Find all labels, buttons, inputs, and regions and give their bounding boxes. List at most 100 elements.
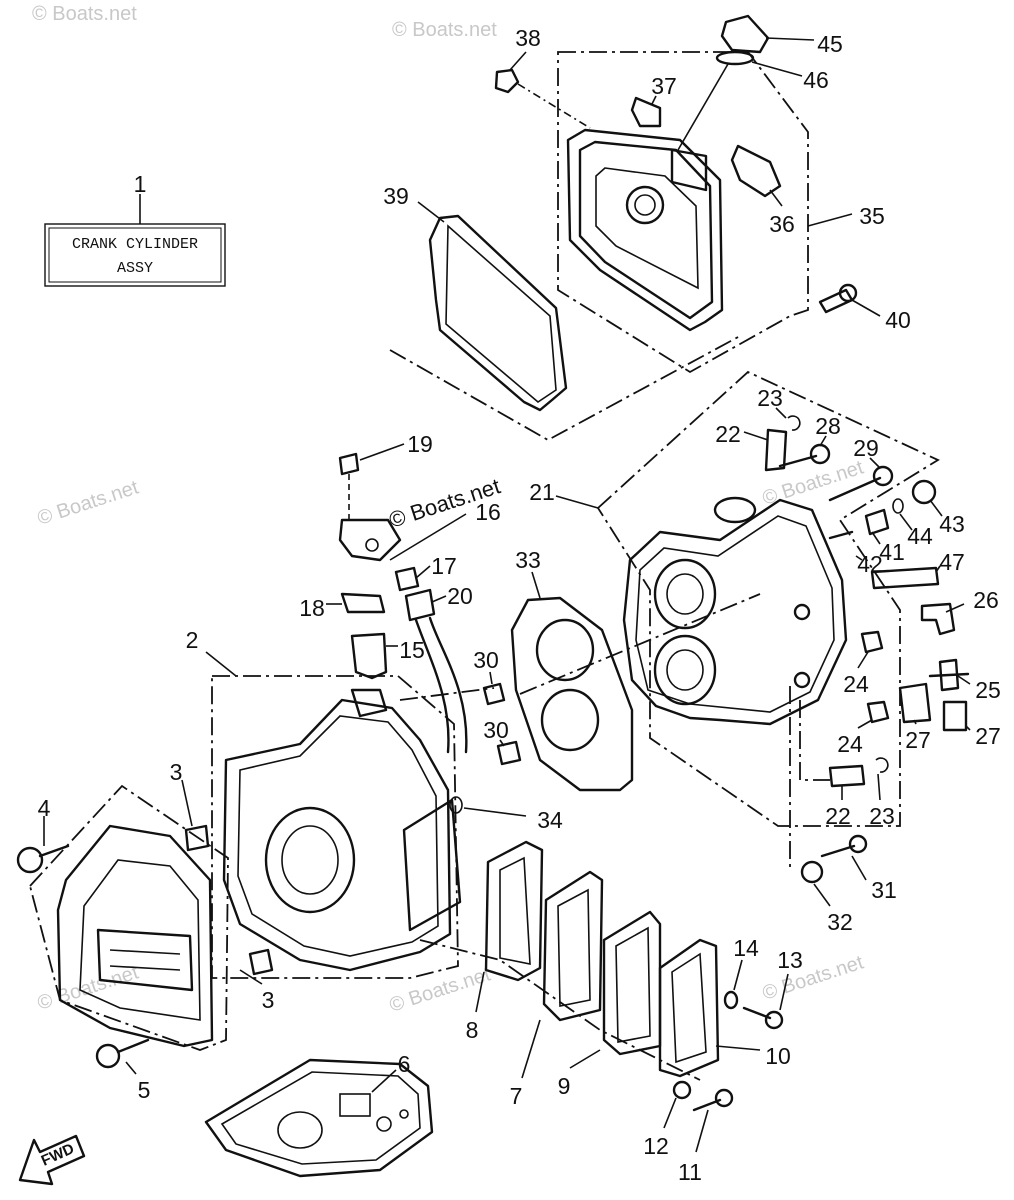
callout-34: 34 <box>537 807 563 833</box>
callout-15: 15 <box>399 637 425 663</box>
leader-line-39 <box>417 201 445 223</box>
callout-31: 31 <box>871 877 897 903</box>
leader-line-37 <box>651 95 657 105</box>
callout-28: 28 <box>815 413 841 439</box>
leader-line-9 <box>569 1049 601 1069</box>
leader-line-41 <box>871 531 881 545</box>
callout-4: 4 <box>38 795 51 821</box>
leader-line-12 <box>663 1097 677 1129</box>
leader-line-38 <box>509 51 527 71</box>
watermark: © Boats.net <box>392 19 497 41</box>
leader-line-40 <box>851 299 881 317</box>
callout-13: 13 <box>777 947 803 973</box>
leader-line-34 <box>463 807 527 817</box>
thermostat-group <box>338 452 468 754</box>
callout-38: 38 <box>515 25 541 51</box>
leader-line-27a <box>913 719 917 725</box>
leader-line-47 <box>935 565 941 573</box>
callout-14: 14 <box>733 935 759 961</box>
callout-41: 41 <box>879 539 905 565</box>
callout-19: 19 <box>407 431 433 457</box>
leader-line-13 <box>779 973 789 1011</box>
leader-line-25 <box>957 675 971 685</box>
leader-line-46 <box>751 61 803 77</box>
leader-line-30b <box>499 739 505 747</box>
leader-line-35 <box>807 213 853 227</box>
fwd-label: FWD <box>39 1140 77 1169</box>
callout-12: 12 <box>643 1133 669 1159</box>
cylinder-head-cover-group <box>389 14 858 442</box>
callout-40: 40 <box>885 307 911 333</box>
leader-line-23a <box>775 407 787 419</box>
leader-line-20 <box>431 595 447 603</box>
callout-16: 16 <box>475 499 501 525</box>
leader-line-14 <box>733 959 743 991</box>
leader-line-24a <box>857 651 869 669</box>
base-gasket <box>204 1058 434 1178</box>
callout-layer: 1233456789101112131415161718192021222223… <box>38 25 1001 1185</box>
callout-21: 21 <box>529 479 555 505</box>
leader-line-23b <box>877 773 881 801</box>
leader-line-17 <box>415 565 431 579</box>
leader-line-6 <box>371 1069 397 1093</box>
cylinder-head-group <box>596 370 970 884</box>
leader-line-29 <box>869 457 881 469</box>
leader-line-33 <box>531 571 541 599</box>
leader-line-19 <box>359 443 405 461</box>
callout-6: 6 <box>398 1051 411 1077</box>
callout-10: 10 <box>765 1043 791 1069</box>
callout-36: 36 <box>769 211 795 237</box>
callout-2: 2 <box>186 627 199 653</box>
callout-20: 20 <box>447 583 473 609</box>
callout-22b: 22 <box>825 803 851 829</box>
leader-line-7 <box>521 1019 541 1079</box>
watermark: © Boats.net <box>760 951 867 1004</box>
callout-11: 11 <box>678 1159 702 1185</box>
callout-7: 7 <box>510 1083 523 1109</box>
callout-18: 18 <box>299 595 325 621</box>
leader-line-44 <box>899 513 913 531</box>
callout-17: 17 <box>431 553 457 579</box>
leader-line-8 <box>475 971 485 1013</box>
leader-line-22a <box>743 431 769 441</box>
assembly-label-box: CRANK CYLINDER ASSY <box>44 194 226 287</box>
callout-23b: 23 <box>869 803 895 829</box>
watermark: © Boats.net <box>35 961 142 1014</box>
leader-line-2 <box>205 651 237 677</box>
callout-30b: 30 <box>483 717 509 743</box>
leader-line-24b <box>857 719 873 729</box>
leader-line-26 <box>945 603 965 613</box>
callout-1: 1 <box>134 171 147 197</box>
callout-22a: 22 <box>715 421 741 447</box>
callout-9: 9 <box>558 1073 571 1099</box>
leader-line-3b <box>239 969 263 985</box>
callout-42: 42 <box>857 551 883 577</box>
fwd-arrow: FWD <box>18 1134 86 1186</box>
callout-3b: 3 <box>262 987 275 1013</box>
callout-8: 8 <box>466 1017 479 1043</box>
callout-29: 29 <box>853 435 879 461</box>
leader-line-16 <box>389 513 467 561</box>
callout-25: 25 <box>975 677 1001 703</box>
leader-line-45 <box>765 37 815 41</box>
callout-24b: 24 <box>837 731 863 757</box>
callout-5: 5 <box>138 1077 151 1103</box>
leader-line-27b <box>965 725 971 731</box>
callout-32: 32 <box>827 909 853 935</box>
leader-line-31 <box>851 855 867 881</box>
leader-line-30a <box>489 671 493 685</box>
leader-line-36 <box>769 189 783 207</box>
callout-23a: 23 <box>757 385 783 411</box>
callout-30a: 30 <box>473 647 499 673</box>
callout-47: 47 <box>939 549 965 575</box>
callout-35: 35 <box>859 203 885 229</box>
exhaust-cover-group <box>484 840 784 1112</box>
callout-24a: 24 <box>843 671 869 697</box>
callout-37: 37 <box>651 73 677 99</box>
head-gasket <box>449 596 634 814</box>
leader-line-11 <box>695 1109 709 1153</box>
callout-3a: 3 <box>170 759 183 785</box>
crankcase-cover <box>29 784 229 1051</box>
leader-line-43 <box>929 499 943 517</box>
